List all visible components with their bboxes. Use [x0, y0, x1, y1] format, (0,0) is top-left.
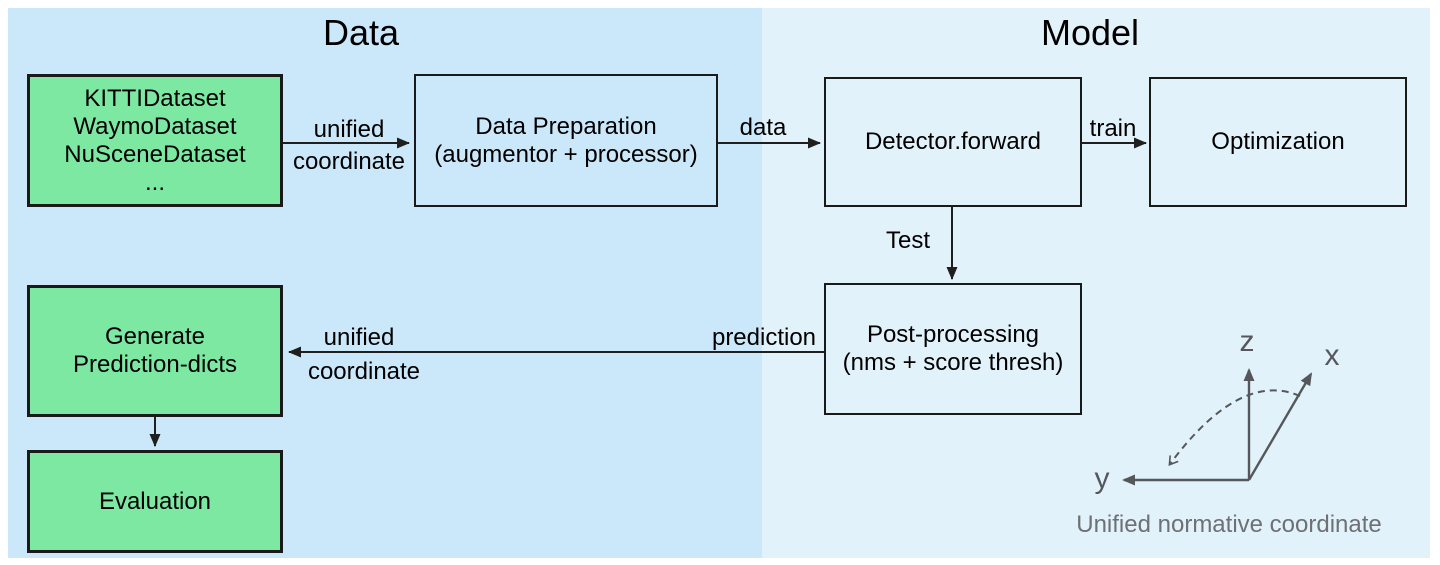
axis-x-label: x	[1324, 339, 1340, 372]
node-datasets-line: WaymoDataset	[73, 112, 237, 140]
node-data-preparation-line: Data Preparation	[475, 112, 657, 140]
edge-label-prediction: prediction	[711, 324, 817, 351]
node-post-processing-line: Post-processing	[866, 321, 1040, 348]
data-section-title: Data	[322, 12, 400, 53]
edge-label-data: data	[739, 114, 787, 141]
node-data-preparation-line: (augmentor + processor)	[434, 140, 698, 168]
node-detector-forward: Detector.forward	[824, 77, 1082, 207]
node-detector-forward-line: Detector.forward	[864, 128, 1042, 155]
axis-z-label: z	[1239, 325, 1255, 358]
node-optimization-line: Optimization	[1211, 128, 1345, 155]
node-optimization: Optimization	[1149, 77, 1407, 207]
node-generate-prediction-dicts-line: Generate	[104, 323, 206, 350]
coordinate-figure-caption: Unified normative coordinate	[1076, 511, 1382, 538]
node-datasets-line: NuSceneDataset	[64, 140, 246, 168]
node-post-processing: Post-processing (nms + score thresh)	[824, 283, 1082, 415]
edge-label-coordinate-top: coordinate	[292, 148, 406, 175]
edge-label-test: Test	[885, 227, 930, 254]
axis-y-label: y	[1094, 462, 1110, 495]
node-datasets-line: ...	[144, 168, 165, 196]
node-evaluation-line: Evaluation	[98, 487, 212, 515]
edge-label-unified-top: unified	[313, 116, 385, 143]
edge-label-coordinate-bottom: coordinate	[307, 358, 421, 385]
model-section-title: Model	[1040, 12, 1140, 53]
edge-label-unified-bottom: unified	[323, 324, 395, 351]
node-evaluation: Evaluation	[27, 450, 283, 553]
node-datasets-line: KITTIDataset	[84, 84, 226, 112]
node-data-preparation: Data Preparation (augmentor + processor)	[414, 74, 718, 207]
node-generate-prediction-dicts-line: Prediction-dicts	[72, 351, 238, 378]
node-generate-prediction-dicts: Generate Prediction-dicts	[27, 285, 283, 417]
node-datasets: KITTIDataset WaymoDataset NuSceneDataset…	[27, 74, 283, 207]
edge-label-train: train	[1089, 115, 1137, 142]
node-post-processing-line: (nms + score thresh)	[842, 349, 1064, 376]
